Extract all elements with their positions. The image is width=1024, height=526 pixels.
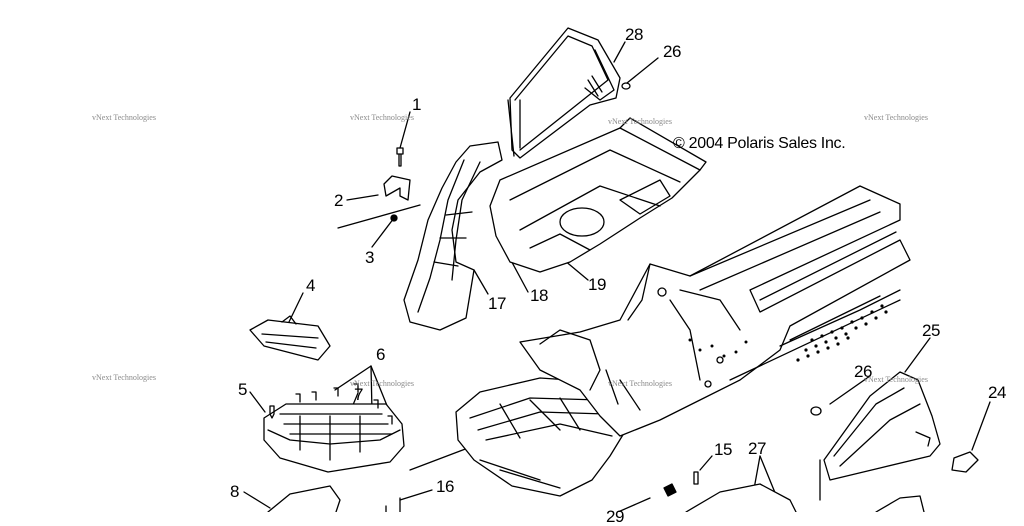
callout-26-top: 26 (663, 42, 681, 61)
part-28-panel (507, 27, 621, 159)
screws-5-6 (269, 383, 393, 425)
callout-5: 5 (238, 380, 247, 399)
part-8 (267, 485, 341, 512)
part-25-side-panel (819, 371, 941, 501)
callout-2: 2 (334, 191, 343, 210)
watermark: vNext Technologies (608, 379, 672, 388)
callout-26-bottom: 26 (854, 362, 872, 381)
watermark: vNext Technologies (608, 117, 672, 126)
part-4-panel (249, 315, 331, 361)
callout-29: 29 (606, 507, 624, 526)
watermark: vNext Technologies (864, 113, 928, 122)
callout-19: 19 (588, 275, 606, 294)
upper-body (489, 117, 707, 273)
callout-18: 18 (530, 286, 548, 305)
callout-3: 3 (365, 248, 374, 267)
callout-24: 24 (988, 383, 1006, 402)
callout-28: 28 (625, 25, 643, 44)
part-1-bolt (396, 147, 404, 167)
part-2-bracket (383, 175, 411, 201)
callout-17: 17 (488, 294, 506, 313)
chassis-frame (519, 185, 911, 437)
parts-diagram: © 2004 Polaris Sales Inc. vNext Technolo… (92, 25, 1006, 525)
perforated-tunnel (688, 304, 888, 362)
callout-15: 15 (714, 440, 732, 459)
callout-16: 16 (436, 477, 454, 496)
callout-25: 25 (922, 321, 940, 340)
callout-7: 7 (354, 385, 363, 404)
leader-lines (243, 41, 991, 512)
watermark: vNext Technologies (92, 113, 156, 122)
callout-6: 6 (376, 345, 385, 364)
watermark: vNext Technologies (350, 379, 414, 388)
callout-1: 1 (412, 95, 421, 114)
callout-27: 27 (748, 439, 766, 458)
watermark: vNext Technologies (864, 375, 928, 384)
part-24 (951, 451, 979, 473)
exploded-view-drawing (243, 27, 991, 512)
front-nose (403, 141, 503, 331)
callout-8: 8 (230, 482, 239, 501)
copyright-notice: © 2004 Polaris Sales Inc. (673, 135, 846, 152)
part-27 (663, 483, 797, 512)
skid-plate (263, 403, 405, 473)
watermark: vNext Technologies (92, 373, 156, 382)
callout-4: 4 (306, 276, 315, 295)
watermark: vNext Technologies (350, 113, 414, 122)
